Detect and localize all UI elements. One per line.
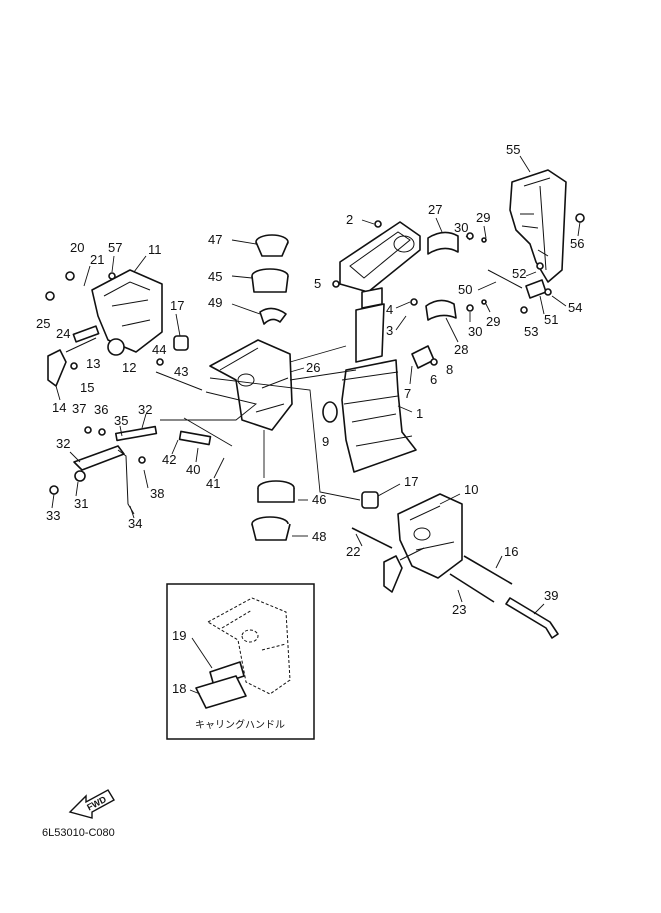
callout-37: 37 [72, 401, 86, 416]
callout-13: 13 [86, 356, 100, 371]
callout-20: 20 [70, 240, 84, 255]
callout-34: 34 [128, 516, 142, 531]
callout-18: 18 [172, 681, 186, 696]
callout-1: 1 [416, 406, 423, 421]
clamp-bracket-starboard [397, 493, 463, 579]
friction-spring [72, 325, 100, 343]
callout-4: 4 [386, 302, 393, 317]
callout-10: 10 [464, 482, 478, 497]
callout-51: 51 [544, 312, 558, 327]
callout-8: 8 [446, 362, 453, 377]
shaft-bracket [411, 345, 435, 369]
callout-39: 39 [544, 588, 558, 603]
callout-2: 2 [346, 212, 353, 227]
bolt-23 [449, 573, 495, 603]
fasteners [45, 213, 585, 495]
callout-17-upper: 17 [170, 298, 184, 313]
fwd-arrow-icon: FWD [68, 789, 115, 819]
callout-41: 41 [206, 476, 220, 491]
callout-46: 46 [312, 492, 326, 507]
tilt-lever-assembly [73, 425, 158, 515]
callout-3: 3 [386, 323, 393, 338]
inset-caption: キャリングハンドル [195, 718, 285, 731]
inset-box: キャリングハンドル [166, 583, 315, 740]
callout-35: 35 [114, 413, 128, 428]
callout-19: 19 [172, 628, 186, 643]
callout-43: 43 [174, 364, 188, 379]
inset-bracket-ghost [206, 597, 291, 695]
callout-50: 50 [458, 282, 472, 297]
callout-42: 42 [162, 452, 176, 467]
link-clip [525, 279, 547, 299]
lower-clamp [425, 299, 457, 321]
callout-53: 53 [524, 324, 538, 339]
clamp-screw-handle-starboard [383, 555, 403, 593]
shift-rod-39 [505, 597, 559, 639]
callout-52: 52 [512, 266, 526, 281]
drawing-code: 6L53010-C080 [42, 827, 115, 839]
callout-26: 26 [306, 360, 320, 375]
connection-lines [160, 345, 361, 501]
callout-12: 12 [122, 360, 136, 375]
callout-30-lower: 30 [468, 324, 482, 339]
bush-lower [361, 491, 379, 509]
callout-40: 40 [186, 462, 200, 477]
bolt-16 [463, 555, 513, 585]
callout-44: 44 [152, 342, 166, 357]
callout-21: 21 [90, 252, 104, 267]
callout-9: 9 [322, 434, 329, 449]
callout-36: 36 [94, 402, 108, 417]
carrying-handle [195, 675, 247, 709]
part-drawings [45, 169, 585, 639]
callout-28: 28 [454, 342, 468, 357]
callout-23: 23 [452, 602, 466, 617]
clamp-bracket-port [91, 269, 163, 356]
callout-17-lower: 17 [404, 474, 418, 489]
handle-insert [209, 661, 245, 687]
callout-47: 47 [208, 232, 222, 247]
callout-29-upper: 29 [476, 210, 490, 225]
callout-25: 25 [36, 316, 50, 331]
callout-32-left: 32 [56, 436, 70, 451]
callout-16: 16 [504, 544, 518, 559]
callout-24: 24 [56, 326, 70, 341]
upper-clamp [427, 231, 459, 255]
drive-shaft-housing [341, 303, 417, 473]
callout-7: 7 [404, 386, 411, 401]
callout-57: 57 [108, 240, 122, 255]
clamp-screw-handle-port [47, 349, 67, 387]
callout-11: 11 [148, 242, 162, 257]
exhaust-cover [509, 169, 567, 283]
callout-15: 15 [80, 380, 94, 395]
callout-27: 27 [428, 202, 442, 217]
shift-rod [487, 269, 523, 289]
callout-14: 14 [52, 400, 66, 415]
callout-45: 45 [208, 269, 222, 284]
callout-29-lower: 29 [486, 314, 500, 329]
upper-casing-cover [339, 221, 421, 309]
callout-5: 5 [314, 276, 321, 291]
callout-33: 33 [46, 508, 60, 523]
callout-48: 48 [312, 529, 326, 544]
callout-31: 31 [74, 496, 88, 511]
pin-22 [351, 527, 393, 549]
callout-32-right: 32 [138, 402, 152, 417]
pin-43 [155, 371, 203, 391]
bushings [251, 234, 295, 541]
callout-56: 56 [570, 236, 584, 251]
callout-6: 6 [430, 372, 437, 387]
callouts: 1 2 3 4 5 6 7 8 9 10 11 12 13 14 15 16 1… [36, 142, 584, 696]
callout-22: 22 [346, 544, 360, 559]
callout-38: 38 [150, 486, 164, 501]
callout-30-upper: 30 [454, 220, 468, 235]
callout-54: 54 [568, 300, 582, 315]
tilt-plate [178, 430, 212, 446]
callout-55: 55 [506, 142, 520, 157]
swivel-bracket [209, 339, 293, 431]
grommet [322, 401, 338, 423]
bush-upper [173, 335, 189, 351]
callout-49: 49 [208, 295, 222, 310]
